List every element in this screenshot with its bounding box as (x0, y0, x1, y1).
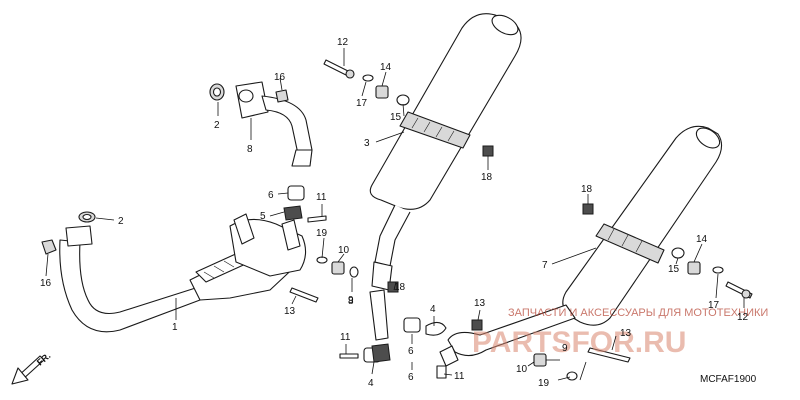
callout-16-lower: 16 (40, 278, 52, 289)
callout-18-right: 18 (581, 184, 593, 195)
callout-labels: 1 2 2 3 4 4 5 6 6 6 7 8 8 9 9 10 10 11 1… (40, 37, 757, 389)
callout-8-upper: 8 (247, 144, 253, 155)
callout-6-mid: 6 (408, 346, 414, 357)
callout-7: 7 (542, 260, 548, 271)
callout-6-lower: 6 (408, 372, 414, 383)
callout-13-mid: 13 (474, 298, 486, 309)
callout-18-upper: 18 (481, 172, 493, 183)
callout-11-upper: 11 (316, 192, 327, 203)
muffler-upper (369, 13, 522, 341)
callout-12-lower: 12 (737, 312, 749, 323)
callout-4-lower: 4 (368, 378, 374, 389)
callout-19-left: 19 (316, 228, 328, 239)
watermark-caption: ЗАПЧАСТИ И АКСЕССУАРЫ ДЛЯ МОТОТЕХНИКИ (508, 307, 768, 319)
nut-16-lower (41, 239, 57, 255)
callout-9-left: 9 (348, 295, 354, 306)
front-direction-arrow: FR. (11, 351, 52, 385)
callout-15-upper: 15 (390, 112, 402, 123)
hardware (289, 59, 753, 381)
callout-2-upper: 2 (214, 120, 220, 131)
callout-17-lower: 17 (708, 300, 720, 311)
callout-11-mid: 11 (340, 332, 351, 343)
callout-11-lower: 11 (454, 371, 465, 382)
callout-17-upper: 17 (356, 98, 368, 109)
rubber-mount-6-upper (287, 185, 305, 201)
callout-4-upper: 4 (430, 304, 436, 315)
callout-2-lower: 2 (118, 216, 124, 227)
callout-10-right: 10 (516, 364, 528, 375)
callout-8-lower: 8 (348, 296, 354, 307)
exhaust-pipe-main (59, 213, 307, 333)
exhaust-pipe-upper (235, 81, 313, 167)
callout-3: 3 (364, 138, 370, 149)
callout-12-upper: 12 (337, 37, 349, 48)
leader-lines (45, 48, 745, 381)
callout-1: 1 (172, 322, 178, 333)
callout-14-lower: 14 (696, 234, 708, 245)
callout-14-upper: 14 (380, 62, 392, 73)
callout-13-left: 13 (284, 306, 296, 317)
figure-code: MCFAF1900 (700, 374, 757, 385)
callout-9-right: 9 (562, 343, 568, 354)
callout-16-upper: 16 (274, 72, 286, 83)
callout-15-lower: 15 (668, 264, 680, 275)
band-4 (425, 321, 447, 336)
callout-10-left: 10 (338, 245, 350, 256)
clamp-4-lower (371, 343, 391, 363)
callout-18-lower: 18 (394, 282, 406, 293)
connecting-pipe-lower (439, 304, 576, 367)
watermark-brand: PARTSFOR.RU (472, 326, 686, 359)
clamp-5 (283, 205, 303, 221)
rubber-mount-6-mid (403, 317, 421, 333)
callout-19-right: 19 (538, 378, 550, 389)
nut-16-upper (275, 89, 289, 103)
callout-13-right: 13 (620, 328, 632, 339)
callout-6-upper: 6 (268, 190, 274, 201)
callout-5: 5 (260, 211, 266, 222)
muffler-lower (562, 125, 723, 326)
